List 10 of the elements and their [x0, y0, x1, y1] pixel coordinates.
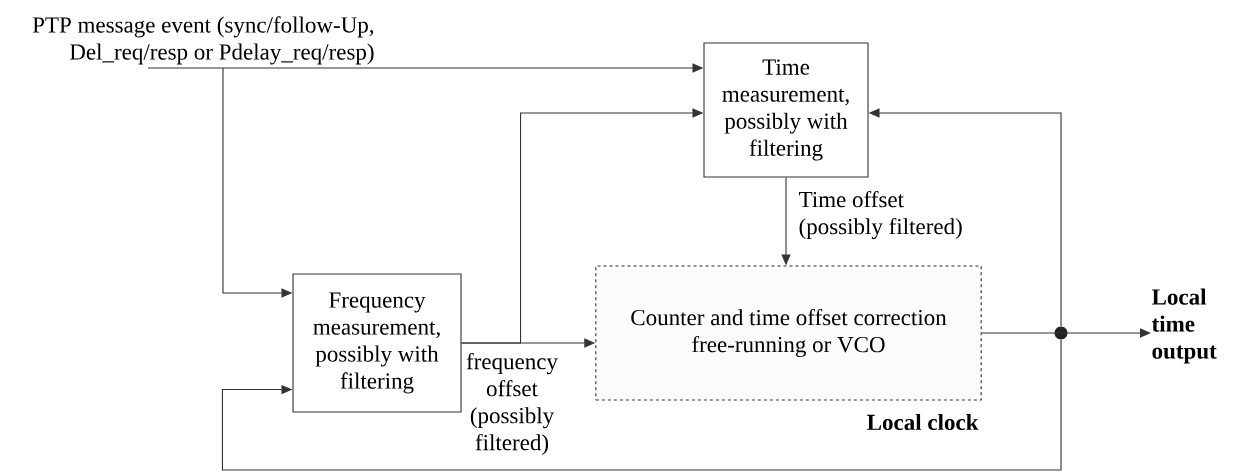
arrow	[1067, 328, 1151, 338]
process-box: Time measurement, possibly with filtering	[703, 42, 869, 178]
output-label: Local time output	[1151, 288, 1217, 364]
edge-label: frequency offset (possibly filtered)	[466, 352, 558, 456]
arrow	[221, 339, 1062, 471]
edge-label: Time offset (possibly filtered)	[799, 190, 962, 240]
dashed-box: Counter and time offset correction free-running or VCO	[595, 265, 982, 401]
box-caption: Local clock	[867, 413, 979, 431]
plain-text: PTP message event (sync/follow-Up, Del_req/resp or Pdelay_req/resp)	[32, 16, 374, 65]
process-box: Frequency measurement, possibly with filtering	[292, 273, 462, 413]
